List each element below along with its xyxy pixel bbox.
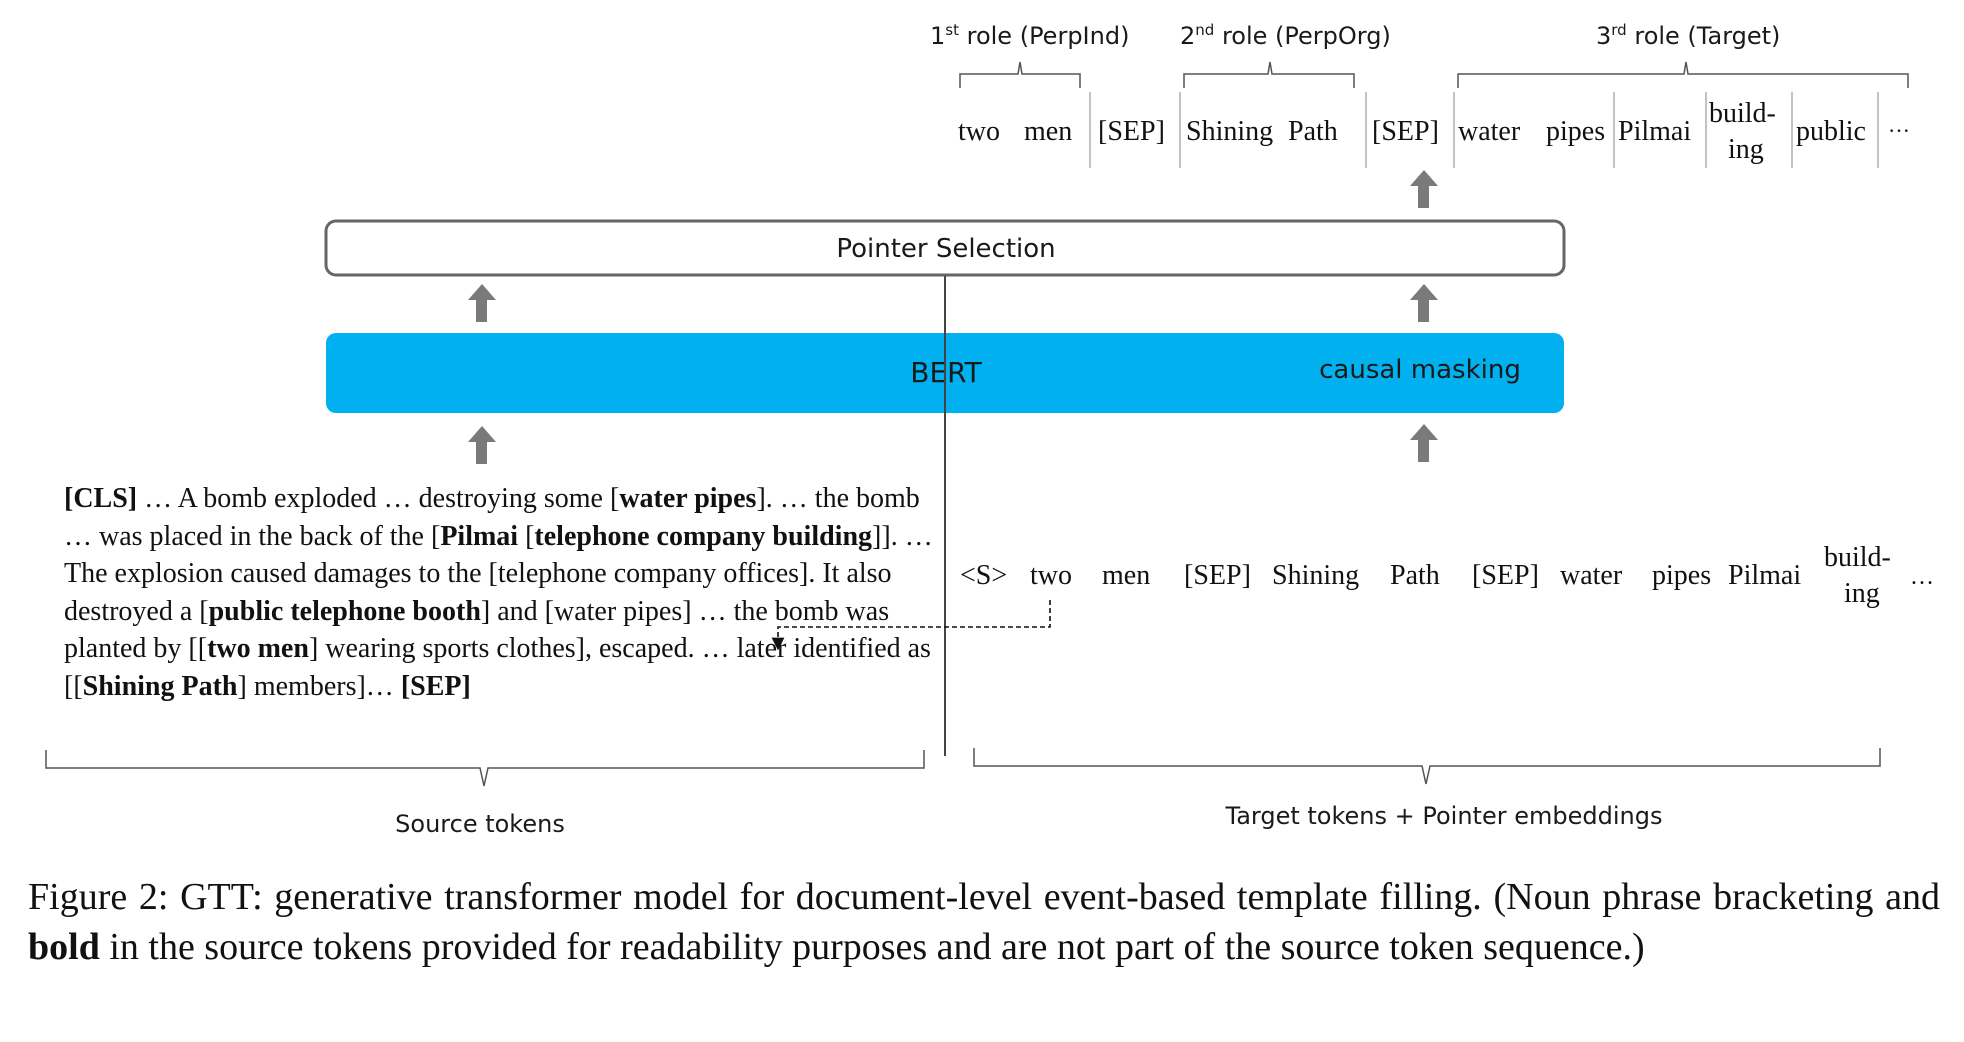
arrow-up-icon: [468, 284, 496, 322]
role-3-brace: [1457, 61, 1909, 88]
source-span: public telephone booth: [208, 595, 481, 627]
role-1-label: 1st role (PerpInd): [930, 21, 1129, 50]
source-span: two men: [207, 633, 309, 664]
source-tokens-text: [CLS] … A bomb exploded … destroying som…: [64, 480, 944, 705]
arrow-up-icon: [468, 426, 496, 464]
target-token: water: [1560, 560, 1623, 591]
output-token: water: [1458, 116, 1521, 147]
output-token: two: [958, 116, 1000, 147]
output-tokens: two men [SEP] Shining Path [SEP] water p…: [958, 98, 1910, 165]
role-3-label: 3rd role (Target): [1596, 21, 1780, 50]
target-token: [SEP]: [1184, 560, 1251, 591]
output-token-separators: [1089, 92, 1879, 168]
target-token: <S>: [960, 560, 1007, 591]
source-span: [CLS]: [64, 483, 138, 514]
arrow-up-icon: [1410, 284, 1438, 322]
pointer-selection-label: Pointer Selection: [836, 234, 1055, 264]
source-span: [SEP]: [400, 670, 471, 702]
output-token: Pilmai: [1618, 116, 1691, 147]
source-span: Shining Path: [82, 670, 238, 702]
source-brace: [45, 750, 925, 787]
output-token: men: [1024, 116, 1072, 147]
output-token: [SEP]: [1098, 116, 1165, 147]
target-token: two: [1030, 560, 1072, 591]
role-1-brace: [959, 61, 1081, 88]
pointer-link-arrow: [771, 600, 1051, 651]
source-span: ] wearing sports clothes], escaped. … la…: [64, 633, 931, 702]
output-token: Shining: [1186, 116, 1273, 147]
role-2-brace: [1183, 61, 1355, 88]
output-token: [SEP]: [1372, 116, 1439, 147]
source-span: telephone company building: [534, 520, 873, 552]
source-span: ]]. … The explosion caused damages to th…: [64, 520, 933, 627]
source-span: water pipes: [619, 483, 757, 514]
arrow-up-icon: [1410, 170, 1438, 208]
source-span: Pilmai: [440, 520, 519, 552]
target-token: Pilmai: [1728, 560, 1801, 591]
target-token: [SEP]: [1472, 560, 1539, 591]
target-tokens-label: Target tokens + Pointer embeddings: [1225, 802, 1663, 830]
figure-caption: Figure 2: GTT: generative transformer mo…: [28, 872, 1940, 972]
bert-label: BERT: [910, 356, 982, 389]
target-token: build-: [1824, 542, 1891, 573]
target-token: …: [1910, 564, 1934, 590]
output-token: pipes: [1546, 116, 1605, 147]
pointer-selection-box: [324, 219, 1566, 277]
target-tokens: <S> two men [SEP] Shining Path [SEP] wat…: [960, 542, 1934, 609]
target-token: men: [1102, 560, 1150, 591]
output-token: build-: [1709, 98, 1776, 129]
target-brace: [973, 748, 1881, 785]
output-token: ing: [1728, 134, 1764, 165]
target-token: ing: [1844, 578, 1880, 609]
target-token: Path: [1390, 560, 1440, 591]
source-span: … A bomb exploded … destroying some [: [137, 483, 620, 514]
caption-bold-word: bold: [28, 926, 100, 968]
source-span: ]. … the bomb … was placed in the back o…: [64, 483, 920, 552]
source-span: ] members]…: [237, 670, 401, 702]
output-token: public: [1796, 116, 1866, 147]
arrow-up-icon: [1410, 424, 1438, 462]
role-2-label: 2nd role (PerpOrg): [1180, 21, 1391, 50]
target-token: pipes: [1652, 560, 1711, 591]
output-token: Path: [1288, 116, 1338, 147]
target-token: Shining: [1272, 560, 1359, 591]
source-span: ] and [water pipes] … the bomb was plant…: [64, 595, 890, 665]
causal-masking-label: causal masking: [1319, 355, 1521, 385]
output-token: ···: [1888, 118, 1910, 143]
caption-text: in the source tokens provided for readab…: [99, 926, 1645, 968]
source-span: [: [518, 520, 535, 552]
caption-text: Figure 2: GTT: generative transformer mo…: [28, 876, 1940, 918]
source-tokens-label: Source tokens: [395, 810, 565, 838]
